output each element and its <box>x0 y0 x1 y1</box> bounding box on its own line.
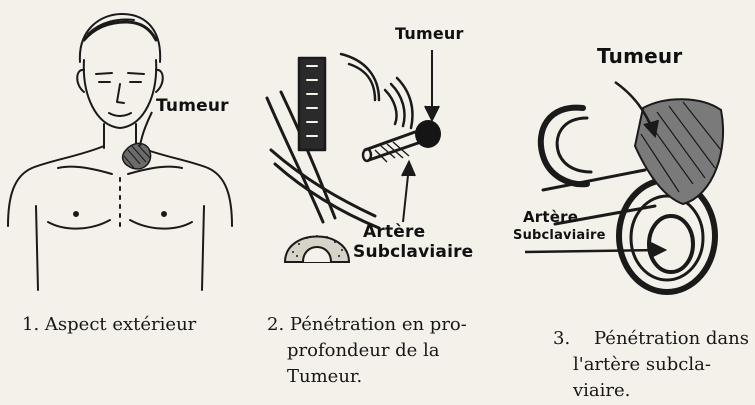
subclavian-label: Subclaviaire <box>353 242 473 262</box>
figure-1-illustration <box>0 0 245 300</box>
tumour-label: Tumeur <box>597 44 682 68</box>
caption-line: Aspect extérieur <box>45 312 196 338</box>
figure-1-exterior-view: Tumeur 1. Aspect extérieur <box>0 0 245 300</box>
subclavian-label: Subclaviaire <box>513 228 606 243</box>
figure-3-artery-penetration: Tumeur Artère Subclaviaire 3. Pénétratio… <box>495 0 755 300</box>
figure-3-caption: 3. Pénétration dans l'artère subcla- via… <box>553 326 749 404</box>
caption-line: Tumeur. <box>267 364 487 390</box>
figure-1-caption: 1. Aspect extérieur <box>22 312 196 338</box>
caption-line: profondeur de la <box>267 338 487 364</box>
figure-2-caption: 2. Pénétration en pro- profondeur de la … <box>267 312 487 390</box>
caption-line: Pénétration dans <box>594 326 749 352</box>
caption-line: Pénétration en pro- <box>290 314 467 335</box>
caption-number: 3. <box>553 326 570 352</box>
figure-2-deep-penetration: Tumeur Artère Subclaviaire 2. Pénétratio… <box>245 0 495 300</box>
vertebral-body <box>285 235 349 262</box>
tumour-swelling <box>123 143 151 168</box>
artery-label: Artère <box>363 222 425 242</box>
caption-number: 1. <box>22 312 39 338</box>
caption-line: l'artère subcla- <box>553 352 749 378</box>
artery-arrow <box>525 250 661 252</box>
caption-number: 2. <box>267 314 284 335</box>
tumour-label: Tumeur <box>395 24 464 43</box>
artery-label: Artère <box>523 208 578 226</box>
tumour-label: Tumeur <box>156 96 229 116</box>
caption-line: viaire. <box>553 378 749 404</box>
tumour-mass <box>415 120 441 148</box>
tumour-mass <box>635 99 723 204</box>
